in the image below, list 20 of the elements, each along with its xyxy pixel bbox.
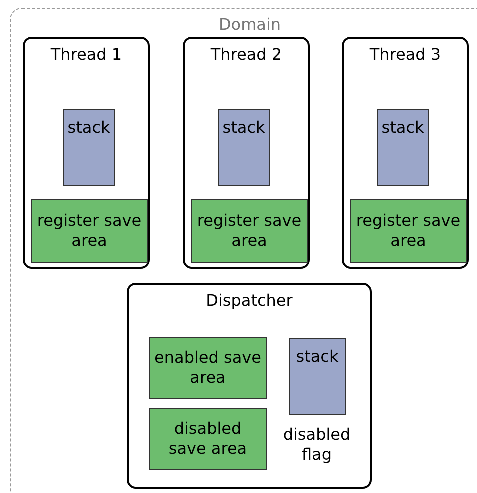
container-title: Thread 3 xyxy=(368,45,442,65)
stack-block: stack xyxy=(377,109,429,186)
stack-block: stack xyxy=(218,109,270,186)
flag-label: disabled flag xyxy=(282,425,352,465)
container-box xyxy=(342,37,469,269)
container-title: Thread 2 xyxy=(210,45,284,65)
save-area-box: disabled save area xyxy=(149,408,267,470)
domain-region xyxy=(10,8,477,493)
container-title: Domain xyxy=(218,15,282,35)
container-title: Thread 1 xyxy=(50,45,124,65)
save-area-box: register save area xyxy=(350,199,467,263)
container-box xyxy=(127,283,372,489)
container-title: Dispatcher xyxy=(205,291,294,311)
container-box xyxy=(23,37,150,269)
save-area-box: register save area xyxy=(191,199,308,263)
stack-block: stack xyxy=(63,109,115,186)
save-area-box: register save area xyxy=(31,199,148,263)
save-area-box: enabled save area xyxy=(149,337,267,399)
container-box xyxy=(183,37,310,269)
stack-block: stack xyxy=(289,338,346,415)
